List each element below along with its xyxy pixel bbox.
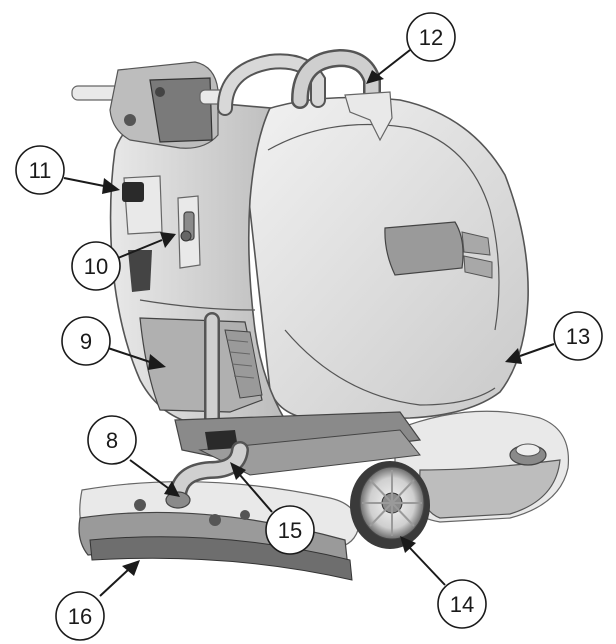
vacuum-hoses [217,48,393,142]
callout-15: 15 [230,462,315,555]
callout-10: 10 [71,232,176,291]
callout-label-15: 15 [278,518,302,543]
battery-compartment [139,317,263,413]
squeegee-assembly [78,441,359,581]
callout-13: 13 [505,311,603,364]
callout-9: 9 [61,316,166,370]
callout-16: 16 [55,560,140,641]
control-panel [122,175,201,292]
callout-label-13: 13 [566,324,590,349]
scrubber-machine [71,48,570,581]
rear-wheel [350,461,430,549]
callout-label-16: 16 [68,604,92,629]
handle-assembly [71,61,229,149]
callout-12: 12 [366,12,456,84]
callout-label-8: 8 [106,428,118,453]
callout-label-12: 12 [419,25,443,50]
callout-label-9: 9 [80,329,92,354]
recovery-tank [239,96,529,421]
callout-label-14: 14 [450,592,474,617]
callout-label-11: 11 [29,158,52,183]
callout-label-10: 10 [84,254,108,279]
callout-8: 8 [87,415,180,497]
callout-14: 14 [400,536,487,629]
callout-11: 11 [15,145,120,195]
